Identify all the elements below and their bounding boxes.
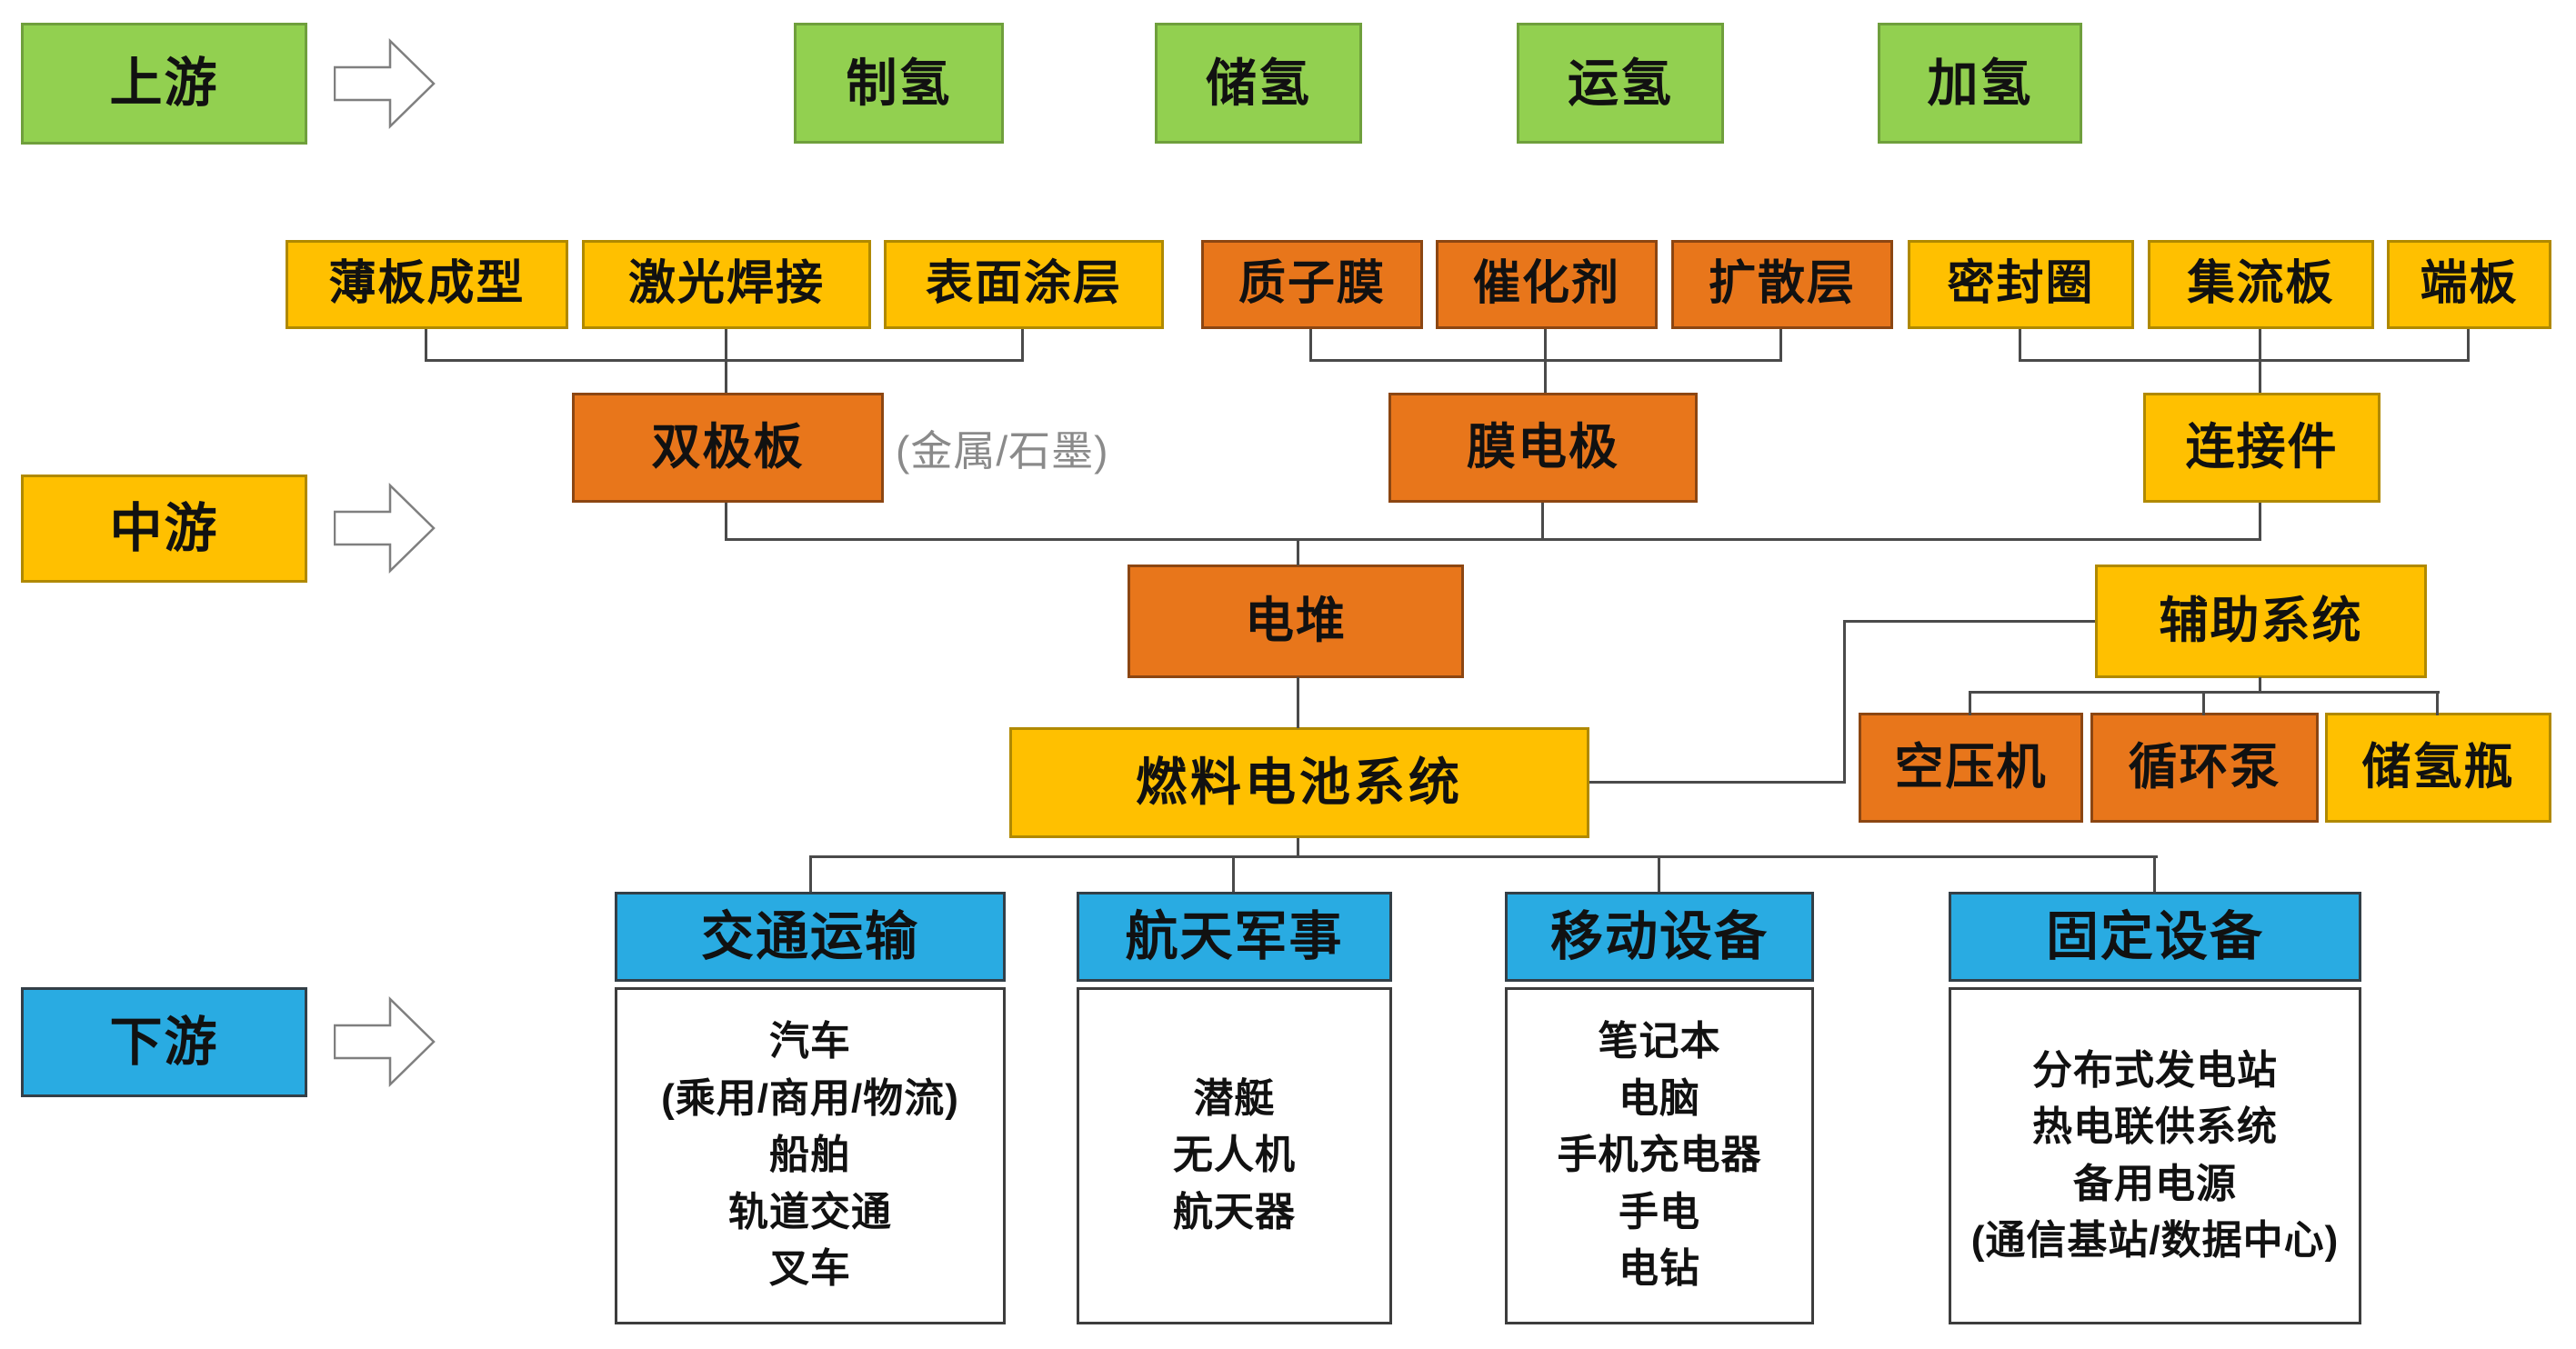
connector-hydrogen-tank-drop xyxy=(2436,691,2439,715)
connector-connector-drop xyxy=(2259,359,2261,393)
app-header-mobile-devices: 移动设备 xyxy=(1505,892,1814,982)
node-circulation-pump: 循环泵 xyxy=(2090,713,2319,823)
node-connector: 连接件 xyxy=(2143,393,2381,503)
connector-transportation-drop xyxy=(809,855,812,892)
downstream-arrow-icon xyxy=(334,996,436,1087)
connector-surface-coating-stub xyxy=(1021,329,1024,362)
node-stack: 电堆 xyxy=(1128,565,1464,678)
connector-connector-to-bus xyxy=(2259,503,2261,541)
node-hydrogen-transport: 运氢 xyxy=(1517,23,1724,144)
connector-sheet-forming-stub xyxy=(425,329,427,362)
connector-system-to-app-bus xyxy=(1297,838,1299,858)
connector-mobile-drop xyxy=(1658,855,1660,892)
connector-proton-membrane-stub xyxy=(1309,329,1312,362)
app-list-transportation: 汽车 (乘用/商用/物流) 船舶 轨道交通 叉车 xyxy=(615,987,1006,1324)
node-diffusion-layer: 扩散层 xyxy=(1671,240,1893,329)
connector-aux-stub xyxy=(2259,677,2261,694)
node-mea: 膜电极 xyxy=(1388,393,1698,503)
stage-upstream: 上游 xyxy=(21,23,307,145)
app-list-aerospace-military: 潜艇 无人机 航天器 xyxy=(1077,987,1392,1324)
node-current-collector: 集流板 xyxy=(2148,240,2374,329)
node-hydrogen-tank: 储氢瓶 xyxy=(2325,713,2551,823)
connector-connector-bracket-stub xyxy=(2467,329,2470,362)
connector-stationary-drop xyxy=(2153,855,2156,892)
node-hydrogen-refueling: 加氢 xyxy=(1878,23,2082,144)
connector-current-collector-stub xyxy=(2259,329,2261,362)
connector-bus-to-stack xyxy=(1297,538,1299,565)
connector-air-compressor-drop xyxy=(1969,691,1971,715)
connector-bipolar-drop xyxy=(725,359,727,393)
connector-stack-bus xyxy=(725,538,2261,541)
node-air-compressor: 空压机 xyxy=(1859,713,2083,823)
node-fuel-cell-system: 燃料电池系统 xyxy=(1009,727,1589,838)
node-seal-ring: 密封圈 xyxy=(1908,240,2134,329)
connector-seal-ring-stub xyxy=(2019,329,2021,362)
connector-aerospace-drop xyxy=(1232,855,1235,892)
node-end-plate: 端板 xyxy=(2387,240,2551,329)
connector-mea-drop xyxy=(1544,359,1547,393)
node-auxiliary-system: 辅助系统 xyxy=(2095,565,2427,678)
node-hydrogen-storage: 储氢 xyxy=(1155,23,1362,144)
app-list-mobile-devices: 笔记本 电脑 手机充电器 手电 电钻 xyxy=(1505,987,1814,1324)
stage-downstream: 下游 xyxy=(21,987,307,1097)
app-header-transportation: 交通运输 xyxy=(615,892,1006,982)
stage-midstream: 中游 xyxy=(21,475,307,583)
upstream-arrow-icon xyxy=(334,38,436,129)
connector-circulation-pump-drop xyxy=(2202,691,2205,715)
connector-diffusion-layer-stub xyxy=(1779,329,1782,362)
node-proton-membrane: 质子膜 xyxy=(1201,240,1423,329)
connector-catalyst-stub xyxy=(1544,329,1547,362)
connector-application-bus xyxy=(809,855,2158,858)
connector-laser-welding-stub xyxy=(725,329,727,362)
bipolar-plate-note: (金属/石墨) xyxy=(896,426,1109,475)
node-laser-welding: 激光焊接 xyxy=(582,240,871,329)
connector-stack-to-system xyxy=(1297,677,1299,728)
connector-aux-inlet xyxy=(1843,620,2095,623)
app-list-stationary-equipment: 分布式发电站 热电联供系统 备用电源 (通信基站/数据中心) xyxy=(1949,987,2361,1324)
connector-system-to-aux-horizontal xyxy=(1589,781,1846,784)
node-catalyst: 催化剂 xyxy=(1436,240,1658,329)
connector-system-to-aux-vertical xyxy=(1843,620,1846,784)
connector-connector-bracket xyxy=(2019,359,2470,362)
app-header-stationary-equipment: 固定设备 xyxy=(1949,892,2361,982)
connector-bipolar-to-bus xyxy=(725,503,727,541)
midstream-arrow-icon xyxy=(334,483,436,574)
node-bipolar-plate: 双极板 xyxy=(572,393,884,503)
node-hydrogen-production: 制氢 xyxy=(794,23,1004,144)
connector-mea-to-bus xyxy=(1541,503,1544,541)
node-sheet-forming: 薄板成型 xyxy=(286,240,568,329)
node-surface-coating: 表面涂层 xyxy=(884,240,1164,329)
app-header-aerospace-military: 航天军事 xyxy=(1077,892,1392,982)
connector-bipolar-bracket xyxy=(425,359,1024,362)
